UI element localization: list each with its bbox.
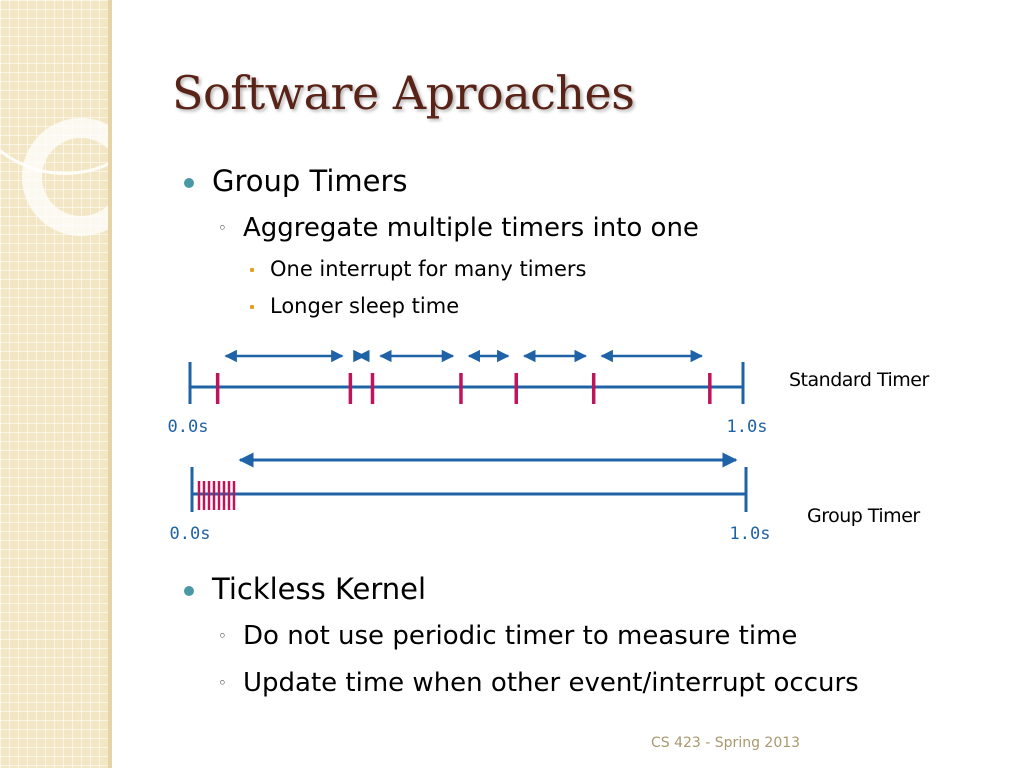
bullet-dot-icon [184,586,194,596]
sub-bullet-ring-icon: ◦ [218,627,227,645]
slide-footer: CS 423 - Spring 2013 [651,735,801,751]
group-end-label: 1.0s [730,524,771,544]
standard-start-label: 0.0s [168,417,209,437]
sub-bullet-no-periodic: Do not use periodic timer to measure tim… [243,621,798,651]
bullet-group-timers: Group Timers [212,164,408,198]
sidebar-decoration [0,0,112,768]
sub-bullet-aggregate: Aggregate multiple timers into one [243,213,699,243]
sidebar-edge [108,0,112,768]
standard-end-label: 1.0s [727,417,768,437]
standard-timer-label: Standard Timer [789,369,929,391]
standard-ticks [215,373,712,404]
bullet-dot-icon [184,178,194,188]
sub-sub-bullet-one-interrupt: One interrupt for many timers [270,257,587,281]
sub-bullet-update-time: Update time when other event/interrupt o… [243,668,859,698]
sub-bullet-ring-icon: ◦ [218,674,227,692]
sub-sub-bullet-icon [250,305,254,309]
group-ticks [197,481,236,510]
group-start-label: 0.0s [170,524,211,544]
sub-sub-bullet-icon [250,268,254,272]
bullet-tickless-kernel: Tickless Kernel [212,572,427,606]
sub-sub-bullet-longer-sleep: Longer sleep time [270,294,460,318]
slide-title: Software Aproaches [172,66,635,120]
sub-bullet-ring-icon: ◦ [218,219,227,237]
group-timer-label: Group Timer [807,505,920,527]
